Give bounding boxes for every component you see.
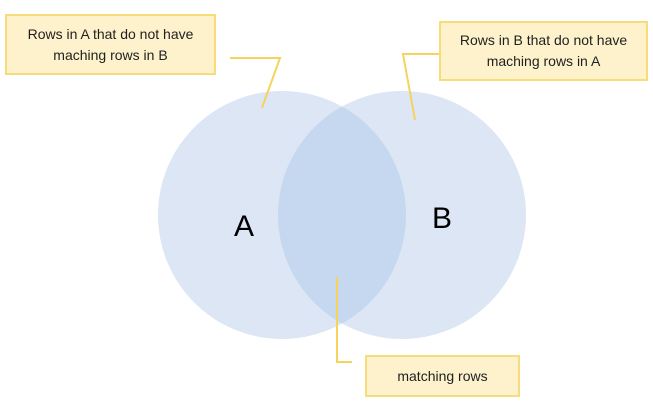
- leader-line-intersection: [336, 277, 352, 363]
- intersection-region: [278, 91, 406, 339]
- callout-a-only-rows: Rows in A that do not have maching rows …: [5, 14, 216, 75]
- leader-line-b-only: [401, 53, 439, 121]
- leader-line-a-only: [230, 57, 282, 109]
- set-b-label: B: [432, 202, 452, 235]
- set-a-label: A: [234, 210, 254, 243]
- callout-b-only-rows: Rows in B that do not have maching rows …: [439, 21, 648, 81]
- callout-matching-rows: matching rows: [365, 355, 520, 397]
